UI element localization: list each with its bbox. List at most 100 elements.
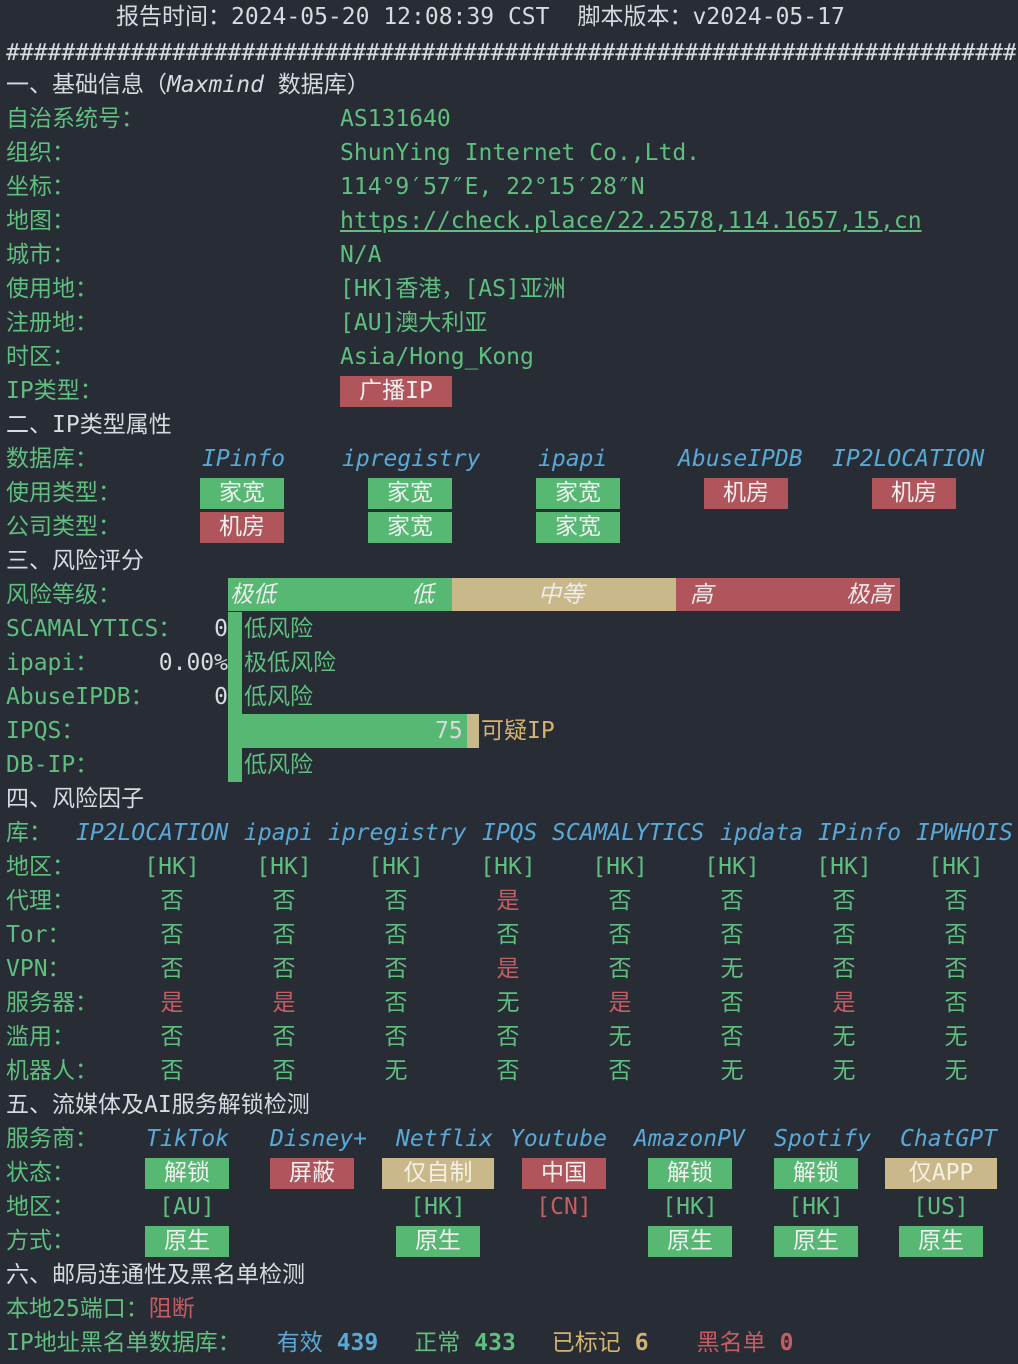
factor-cell-bot: 无 <box>720 1058 744 1084</box>
region-chatgpt: [US] <box>913 1194 969 1220</box>
factor-cell-vpn: 否 <box>832 956 856 982</box>
usage-ipregistry: 家宽 <box>368 478 452 509</box>
region-amazonpv: [HK] <box>662 1194 718 1220</box>
usage-abuseipdb: 机房 <box>704 478 788 509</box>
black-label: 黑名单 <box>696 1330 766 1356</box>
ipqs-score-bar <box>242 714 467 748</box>
factor-cell-tor: 否 <box>608 922 632 948</box>
asn-value: AS131640 <box>340 106 451 132</box>
method-spotify: 原生 <box>774 1226 858 1257</box>
factor-lib-scamalytics: SCAMALYTICS <box>552 820 705 846</box>
factor-cell-abuse: 无 <box>832 1024 856 1050</box>
company-ipinfo: 机房 <box>200 512 284 543</box>
service-chatgpt: ChatGPT <box>900 1126 997 1152</box>
factor-cell-abuse: 否 <box>720 1024 744 1050</box>
status-youtube: 中国 <box>522 1158 606 1189</box>
usage-ipapi: 家宽 <box>536 478 620 509</box>
port25-row: 本地25端口：阻断 <box>6 1292 195 1326</box>
factor-cell-region: [HK] <box>928 854 984 880</box>
factor-lib-ipregistry: ipregistry <box>328 820 467 846</box>
factor-cell-abuse: 否 <box>496 1024 520 1050</box>
section-factors-title: 四、风险因子 <box>6 786 144 812</box>
factor-cell-tor: 否 <box>272 922 296 948</box>
risk-scale-very-low: 极低 <box>230 582 276 608</box>
factor-cell-server: 否 <box>944 990 968 1016</box>
factor-cell-abuse: 无 <box>608 1024 632 1050</box>
factor-cell-bot: 否 <box>608 1058 632 1084</box>
port25-label: 本地25端口： <box>6 1296 149 1322</box>
factor-cell-tor: 否 <box>832 922 856 948</box>
usage-ipinfo: 家宽 <box>200 478 284 509</box>
risk-verdict-ipapi: 极低风险 <box>244 650 336 676</box>
factor-cell-bot: 无 <box>384 1058 408 1084</box>
city-label: 城市： <box>6 242 75 268</box>
risk-source-ipapi: ipapi： <box>6 650 99 676</box>
map-link[interactable]: https://check.place/22.2578,114.1657,15,… <box>340 208 922 234</box>
blacklist-label: IP地址黑名单数据库： <box>6 1330 241 1356</box>
factor-cell-proxy: 是 <box>496 888 520 914</box>
factor-cell-proxy: 否 <box>720 888 744 914</box>
status-netflix: 仅自制 <box>382 1158 494 1189</box>
factor-cell-vpn: 否 <box>272 956 296 982</box>
factor-lib-ipapi: ipapi <box>244 820 314 846</box>
section-media-title: 五、流媒体及AI服务解锁检测 <box>6 1092 310 1118</box>
normal-count: 433 <box>474 1330 516 1356</box>
risk-scale-low-segment <box>228 578 452 611</box>
factor-cell-bot: 否 <box>160 1058 184 1084</box>
factor-cell-region: [HK] <box>256 854 312 880</box>
factor-cell-vpn: 否 <box>384 956 408 982</box>
timezone-label: 时区： <box>6 344 75 370</box>
db-abuseipdb: AbuseIPDB <box>678 446 803 472</box>
factor-label-vpn: VPN： <box>6 956 71 982</box>
risk-verdict-scamalytics: 低风险 <box>244 616 313 642</box>
risk-scale-medium: 中等 <box>538 582 584 608</box>
factor-cell-server: 否 <box>720 990 744 1016</box>
risk-score-axis <box>228 612 242 782</box>
usage-ip2location: 机房 <box>872 478 956 509</box>
factor-cell-region: [HK] <box>704 854 760 880</box>
factor-cell-bot: 无 <box>832 1058 856 1084</box>
service-tiktok: TikTok <box>146 1126 230 1152</box>
company-ipregistry: 家宽 <box>368 512 452 543</box>
factor-cell-tor: 否 <box>496 922 520 948</box>
risk-level-label: 风险等级： <box>6 582 121 608</box>
usage-location-label: 使用地： <box>6 276 98 302</box>
factor-cell-region: [HK] <box>480 854 536 880</box>
factor-cell-vpn: 否 <box>608 956 632 982</box>
risk-scale-low: 低 <box>411 582 434 608</box>
risk-source-ipqs: IPQS： <box>6 718 85 744</box>
status-chatgpt: 仅APP <box>885 1158 997 1189</box>
city-value: N/A <box>340 242 382 268</box>
company-ipapi: 家宽 <box>536 512 620 543</box>
coord-value: 114°9′57″E, 22°15′28″N <box>340 174 645 200</box>
script-version-label: 脚本版本： <box>577 4 693 30</box>
db-label: 数据库： <box>6 446 98 472</box>
report-time-label: 报告时间： <box>116 4 231 30</box>
risk-source-abuseipdb: AbuseIPDB： <box>6 684 154 710</box>
media-region-label: 地区： <box>6 1194 75 1220</box>
ipqs-score-marker <box>467 714 479 748</box>
factor-cell-region: [HK] <box>816 854 872 880</box>
risk-source-dbip: DB-IP： <box>6 752 99 778</box>
method-amazonpv: 原生 <box>648 1226 732 1257</box>
factor-cell-tor: 否 <box>160 922 184 948</box>
service-youtube: Youtube <box>510 1126 607 1152</box>
factor-cell-server: 否 <box>384 990 408 1016</box>
factor-cell-server: 是 <box>832 990 856 1016</box>
service-label: 服务商： <box>6 1126 98 1152</box>
status-label: 状态： <box>6 1160 75 1186</box>
factor-cell-abuse: 否 <box>384 1024 408 1050</box>
factor-cell-abuse: 无 <box>944 1024 968 1050</box>
factor-cell-server: 是 <box>160 990 184 1016</box>
factor-cell-vpn: 无 <box>720 956 744 982</box>
db-ipinfo: IPinfo <box>202 446 286 472</box>
factor-cell-proxy: 否 <box>384 888 408 914</box>
org-value: ShunYing Internet Co.,Ltd. <box>340 140 701 166</box>
factor-cell-server: 是 <box>608 990 632 1016</box>
factor-cell-region: [HK] <box>592 854 648 880</box>
status-tiktok: 解锁 <box>145 1158 229 1189</box>
risk-scale-very-high: 极高 <box>846 582 892 608</box>
factor-lib-ipwhois: IPWHOIS <box>916 820 1013 846</box>
